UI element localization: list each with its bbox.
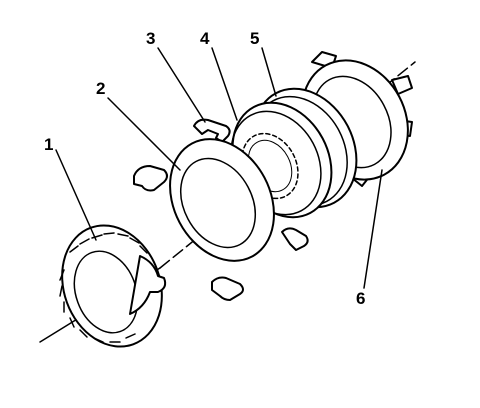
callout-2: 2 — [96, 79, 106, 98]
part-1-side-gear — [59, 224, 167, 348]
callout-1: 1 — [44, 135, 54, 154]
part-2-drive-plate — [169, 138, 275, 262]
callout-3: 3 — [146, 29, 156, 48]
part-3-retainer-clips — [193, 118, 309, 251]
leader-lines — [55, 47, 383, 289]
callout-6: 6 — [356, 289, 366, 308]
callout-4: 4 — [200, 29, 210, 48]
loose-clips — [133, 165, 244, 301]
callout-5: 5 — [250, 29, 260, 48]
